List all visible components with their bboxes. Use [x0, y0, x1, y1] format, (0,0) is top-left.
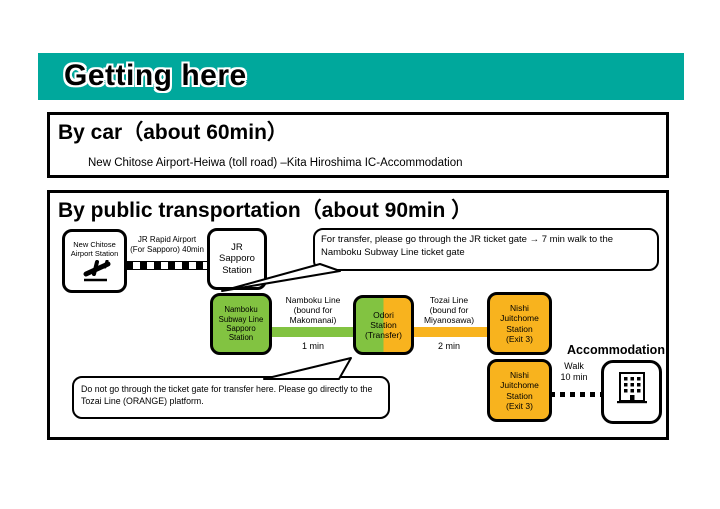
jr-rapid-airport-label: JR Rapid Airport (For Sapporo) 40min	[130, 235, 204, 254]
namboku-line-connector	[270, 327, 356, 337]
nishi-juitchome-station-label-lower: Nishi Juitchome Station (Exit 3)	[500, 370, 539, 411]
namboku-line-label: Namboku Line (bound for Makomanai)	[285, 295, 341, 326]
accommodation-label: Accommodation	[567, 343, 665, 357]
transfer-instruction-text: For transfer, please go through the JR t…	[321, 234, 614, 258]
namboku-time-label: 1 min	[301, 341, 324, 351]
jr-sapporo-station-label: JR Sapporo Station	[219, 241, 255, 276]
nishi-juitchome-station-label-upper: Nishi Juitchome Station (Exit 3)	[500, 303, 539, 344]
nishi-juitchome-station-box-upper: Nishi Juitchome Station (Exit 3)	[487, 292, 552, 355]
namboku-subway-sapporo-station-box: Namboku Subway Line Sapporo Station	[210, 293, 272, 355]
transfer-instruction-callout: For transfer, please go through the JR t…	[313, 228, 659, 271]
walk-time-label: Walk 10 min	[560, 361, 588, 382]
page-title: Getting here	[64, 59, 247, 92]
by-car-section: By car（about 60min） New Chitose Airport-…	[47, 112, 669, 178]
jr-line-connector	[125, 261, 209, 270]
jr-sapporo-station-box: JR Sapporo Station	[207, 228, 267, 290]
tozai-time-label: 2 min	[437, 341, 460, 351]
by-public-title: By public transportation（about 90min ）	[58, 199, 473, 222]
building-icon	[616, 371, 648, 412]
walk-dotted-connector	[550, 392, 602, 397]
by-car-route-text: New Chitose Airport-Heiwa (toll road) –K…	[88, 157, 463, 169]
odori-station-label: Odori Station (Transfer)	[365, 309, 402, 341]
new-chitose-airport-station-label: New Chitose Airport Station	[70, 240, 119, 258]
accommodation-box	[601, 360, 662, 424]
airplane-icon	[77, 259, 113, 284]
nishi-juitchome-station-box-lower: Nishi Juitchome Station (Exit 3)	[487, 359, 552, 422]
odori-station-box: Odori Station (Transfer)	[353, 295, 414, 355]
no-ticket-gate-text: Do not go through the ticket gate for tr…	[81, 384, 373, 406]
namboku-subway-sapporo-station-label: Namboku Subway Line Sapporo Station	[218, 305, 264, 343]
no-ticket-gate-callout: Do not go through the ticket gate for tr…	[72, 376, 390, 419]
header-bar: Getting here	[38, 53, 684, 100]
tozai-line-connector	[412, 327, 490, 337]
by-car-title: By car（about 60min）	[58, 121, 288, 144]
new-chitose-airport-station-box: New Chitose Airport Station	[62, 229, 127, 293]
tozai-line-label: Tozai Line (bound for Miyanosawa)	[423, 295, 475, 326]
